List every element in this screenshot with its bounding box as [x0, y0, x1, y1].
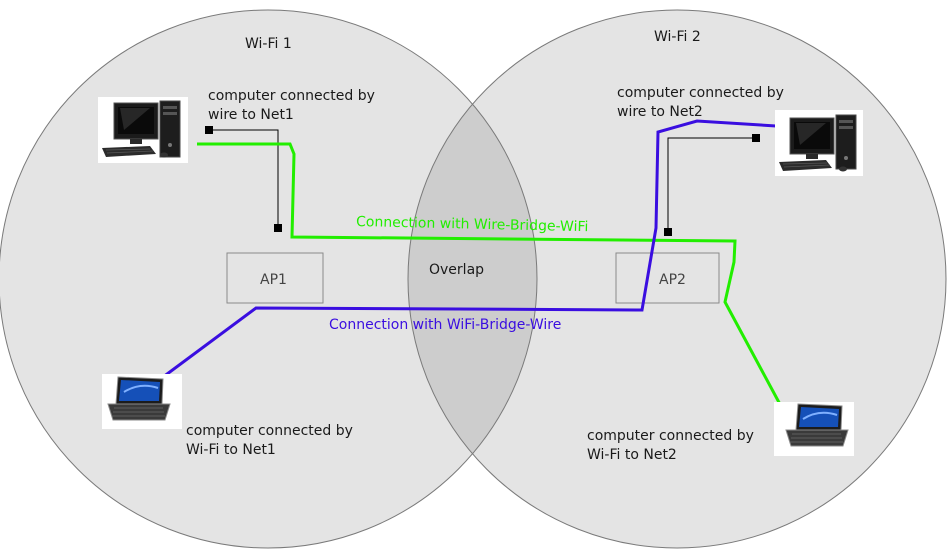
wire-net2 — [667, 137, 756, 232]
wifi-bridge-wire-path — [154, 119, 793, 385]
desktop1-caption-line1: computer connected by — [208, 88, 375, 104]
desktop2-caption-line1: computer connected by — [617, 85, 784, 101]
wifi2-coverage-outline — [407, 9, 947, 549]
ap1-box: AP1 — [226, 252, 324, 304]
laptop-icon — [102, 374, 182, 429]
laptop2-caption-line2: Wi-Fi to Net2 — [587, 447, 677, 463]
laptop-icon — [774, 402, 854, 456]
wifi1-coverage-outline — [0, 9, 538, 549]
ap1-label: AP1 — [260, 272, 287, 288]
ap2-label: AP2 — [659, 272, 686, 288]
wire-bridge-wifi-path — [197, 142, 784, 409]
wifi-bridge-wire-label: Connection with WiFi-Bridge-Wire — [329, 317, 561, 333]
wifi2-label: Wi-Fi 2 — [654, 29, 701, 45]
desktop-computer-icon — [98, 97, 188, 163]
desktop1-caption-line2: wire to Net1 — [208, 107, 294, 123]
ap2-box: AP2 — [615, 252, 720, 304]
wire-net2-end-marker — [752, 134, 760, 142]
wifi1-label: Wi-Fi 1 — [245, 36, 292, 52]
wire-net2-port-marker — [664, 228, 672, 236]
laptop1-caption-line2: Wi-Fi to Net1 — [186, 442, 276, 458]
wire-net1-port-marker — [274, 224, 282, 232]
wire-net1 — [209, 129, 279, 228]
overlap-label: Overlap — [429, 262, 484, 278]
desktop2-caption-line2: wire to Net2 — [617, 104, 703, 120]
wire-bridge-wifi-label: Connection with Wire-Bridge-WiFi — [356, 214, 589, 235]
wire-net1-end-marker — [205, 126, 213, 134]
laptop2-caption-line1: computer connected by — [587, 428, 754, 444]
laptop1-caption-line1: computer connected by — [186, 423, 353, 439]
desktop-computer-icon — [775, 110, 863, 176]
